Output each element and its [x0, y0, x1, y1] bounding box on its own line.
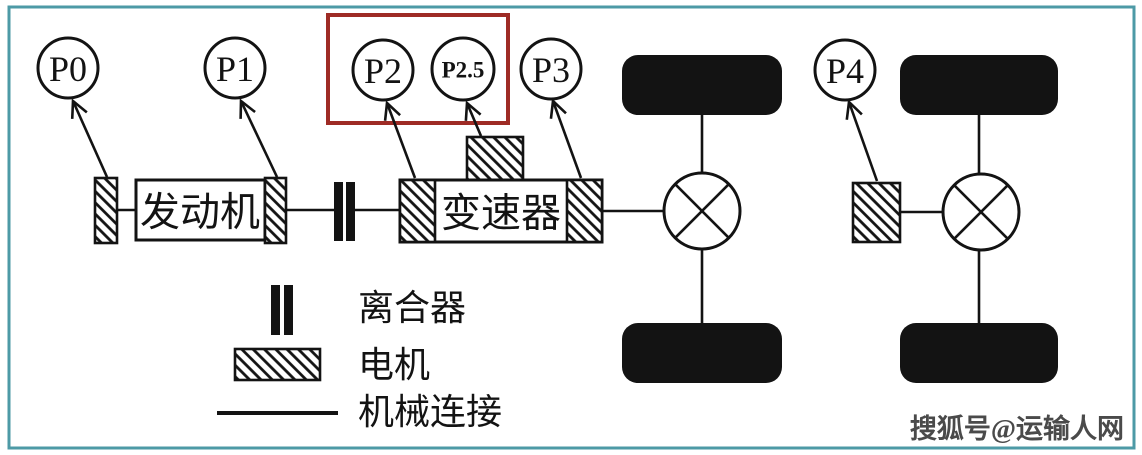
engine-label: 发动机: [140, 190, 260, 235]
node-p25-label: P2.5: [442, 58, 485, 83]
legend-mechanical-link-label: 机械连接: [358, 392, 502, 432]
clutch-icon: [334, 182, 355, 241]
node-p3: P3: [519, 37, 583, 101]
motor-p2-icon: [398, 178, 437, 244]
legend-motor-label: 电机: [358, 345, 430, 385]
front-top-wheel-icon: [622, 55, 782, 115]
arrow-p1: [239, 98, 279, 178]
node-p4: P4: [813, 38, 877, 102]
legend: 离合器 电机 机械连接: [217, 285, 502, 432]
front-differential-icon: [662, 171, 742, 251]
node-p0: P0: [36, 36, 100, 100]
engine-box: [134, 178, 267, 242]
transmission-label: 变速器: [441, 191, 561, 236]
node-p3-label: P3: [532, 50, 570, 90]
arrow-p2: [383, 100, 417, 179]
motor-p3-icon: [565, 178, 604, 244]
watermark: 搜狐号@运输人网: [910, 413, 1124, 444]
arrow-p3: [549, 98, 583, 179]
node-p2-label: P2: [364, 51, 402, 91]
node-p0-label: P0: [49, 49, 87, 89]
p2-p25-highlight-box: [326, 13, 510, 125]
legend-clutch-icon: [271, 285, 293, 335]
legend-motor-icon: [233, 347, 322, 382]
motor-p0-icon: [93, 176, 119, 245]
arrow-p25: [464, 100, 483, 137]
node-p1: P1: [203, 36, 267, 100]
motor-p4-icon: [851, 181, 902, 244]
motor-p25-icon: [465, 135, 525, 182]
front-bottom-wheel-icon: [622, 323, 782, 383]
node-p1-label: P1: [216, 49, 254, 89]
node-p4-label: P4: [826, 51, 864, 91]
rear-differential-icon: [941, 172, 1021, 252]
arrow-p0: [70, 98, 109, 178]
motor-p1-icon: [263, 176, 288, 245]
frame-border: [7, 5, 1136, 450]
rear-top-wheel-icon: [900, 55, 1058, 115]
arrow-p4: [845, 99, 879, 182]
legend-clutch-label: 离合器: [358, 288, 466, 328]
rear-bottom-wheel-icon: [900, 323, 1058, 383]
node-p2: P2: [351, 38, 415, 102]
node-p25: P2.5: [430, 36, 496, 102]
